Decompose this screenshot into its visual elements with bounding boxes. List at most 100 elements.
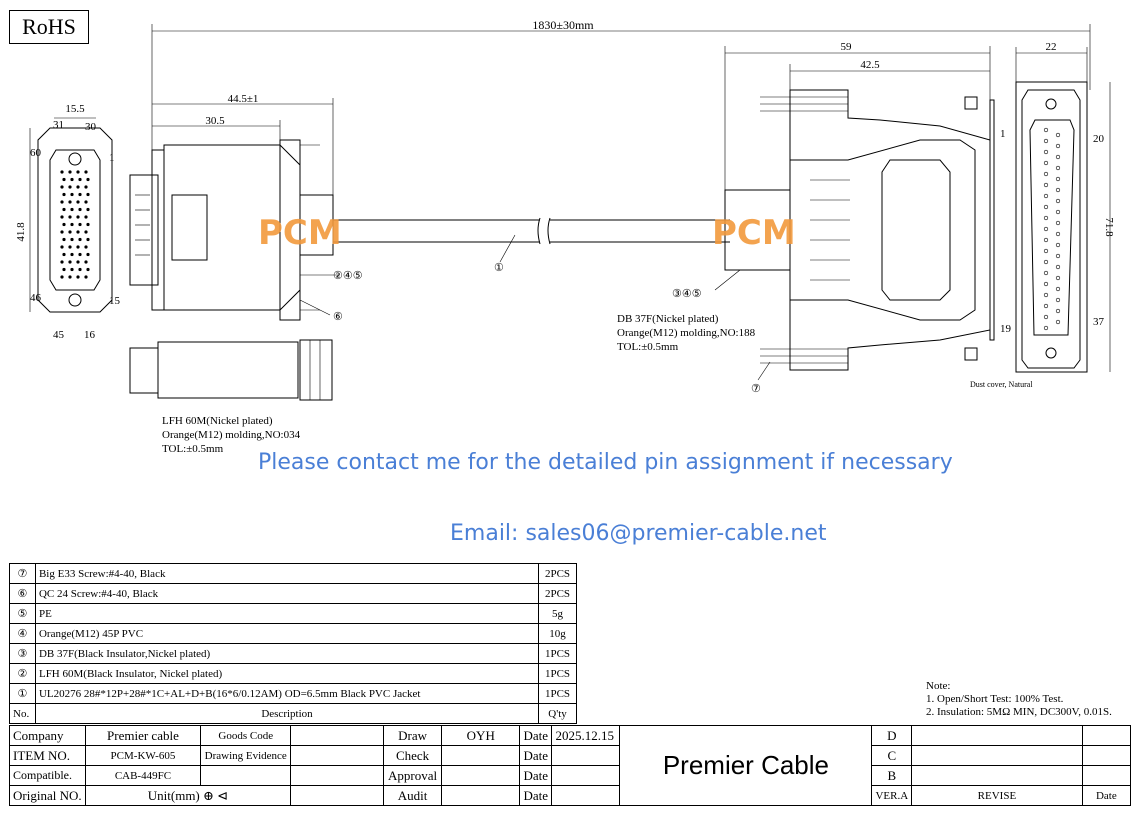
svg-text:71.8: 71.8	[1103, 217, 1115, 237]
svg-text:20: 20	[1093, 133, 1105, 145]
pin	[1043, 314, 1049, 320]
pin	[1043, 259, 1049, 265]
pin	[1043, 204, 1049, 210]
pin	[1055, 209, 1061, 215]
svg-text:DB 37F(Nickel plated): DB 37F(Nickel plated)	[617, 313, 719, 325]
pin	[1055, 308, 1061, 314]
svg-text:41.8: 41.8	[15, 222, 27, 242]
pin	[76, 275, 80, 279]
pin	[84, 260, 88, 264]
svg-text:19: 19	[1000, 323, 1012, 335]
svg-text:LFH 60M(Nickel plated): LFH 60M(Nickel plated)	[162, 415, 273, 427]
overall-length-dim: 1830±30mm	[532, 18, 594, 32]
lfh60-front-view: 15.5 41.8 31 30 60 1 46 15 45 16	[15, 103, 121, 341]
pin	[60, 260, 64, 264]
pin	[1043, 127, 1049, 133]
db37-front-view: 22 71.8 1 20 19 37	[1000, 41, 1115, 373]
rohs-label: RoHS	[9, 10, 89, 44]
pin	[62, 252, 66, 257]
svg-text:16: 16	[84, 329, 96, 341]
pin	[76, 215, 80, 219]
pin	[1055, 132, 1061, 138]
pin	[86, 252, 90, 257]
pin	[78, 222, 82, 227]
pin	[68, 275, 72, 279]
contact-message: Please contact me for the detailed pin a…	[258, 450, 953, 475]
svg-text:②④⑤: ②④⑤	[333, 270, 363, 282]
pin	[86, 237, 90, 242]
pin	[1055, 165, 1061, 171]
svg-text:22: 22	[1046, 41, 1057, 53]
pin	[86, 177, 90, 182]
pin	[60, 230, 64, 234]
pin	[1043, 193, 1049, 199]
pin	[1055, 176, 1061, 182]
svg-text:31: 31	[53, 119, 64, 131]
pin	[76, 245, 80, 249]
pin	[1043, 303, 1049, 309]
svg-text:TOL:±0.5mm: TOL:±0.5mm	[162, 443, 224, 455]
svg-text:60: 60	[30, 147, 42, 159]
pin	[60, 170, 64, 174]
pin	[84, 185, 88, 189]
company-name-large: Premier Cable	[619, 725, 873, 806]
pin	[84, 230, 88, 234]
pin	[68, 215, 72, 219]
contact-email: Email: sales06@premier-cable.net	[450, 521, 827, 546]
pin	[1043, 292, 1049, 298]
pin	[1043, 138, 1049, 144]
connector-drawing: 1830±30mm 15.5 41.8 31 30 60 1 46 15 45 …	[15, 18, 1115, 455]
projection-symbol-icon: ⊕ ⊲	[203, 787, 229, 803]
pcm-watermark-right: PCM	[712, 213, 796, 253]
lfh60-side-view: 44.5±1 30.5 ②④⑤ ⑥	[129, 93, 363, 323]
pin	[1043, 171, 1049, 177]
db37-side-view: 59 42.5 ③④⑤ ⑦ DB 37F(Nickel plated) Oran…	[617, 41, 1033, 395]
pin	[62, 177, 66, 182]
pin	[1055, 187, 1061, 193]
pin	[1055, 220, 1061, 226]
pin	[1043, 281, 1049, 287]
svg-text:15: 15	[109, 295, 121, 307]
title-block: Company Premier cable Goods Code Draw OY…	[9, 725, 1132, 806]
pin	[84, 170, 88, 174]
pin	[86, 192, 90, 197]
pin	[1043, 149, 1049, 155]
svg-text:37: 37	[1093, 316, 1105, 328]
pin	[1055, 275, 1061, 281]
pin	[86, 207, 90, 212]
svg-text:③④⑤: ③④⑤	[672, 288, 702, 300]
pin	[1055, 253, 1061, 259]
pin	[1043, 182, 1049, 188]
pin	[62, 192, 66, 197]
pin	[76, 200, 80, 204]
pin	[1055, 154, 1061, 160]
svg-text:30.5: 30.5	[205, 115, 225, 127]
svg-text:42.5: 42.5	[860, 59, 880, 71]
pin	[68, 185, 72, 189]
pin	[1055, 143, 1061, 149]
pin	[1043, 160, 1049, 166]
pin	[60, 185, 64, 189]
pin	[78, 192, 82, 197]
svg-text:Orange(M12) molding,NO:188: Orange(M12) molding,NO:188	[617, 327, 756, 339]
pin	[60, 245, 64, 249]
pin	[84, 245, 88, 249]
pin	[84, 275, 88, 279]
pin	[78, 237, 82, 242]
pin	[60, 200, 64, 204]
pin	[70, 267, 74, 272]
pin	[1043, 248, 1049, 254]
svg-text:1: 1	[1000, 128, 1006, 140]
pcm-watermark-left: PCM	[258, 213, 342, 253]
svg-text:TOL:±0.5mm: TOL:±0.5mm	[617, 341, 679, 353]
pin	[76, 230, 80, 234]
pin	[1055, 231, 1061, 237]
pin	[78, 267, 82, 272]
pin	[62, 207, 66, 212]
pin	[76, 170, 80, 174]
pin	[1043, 215, 1049, 221]
pin	[84, 215, 88, 219]
